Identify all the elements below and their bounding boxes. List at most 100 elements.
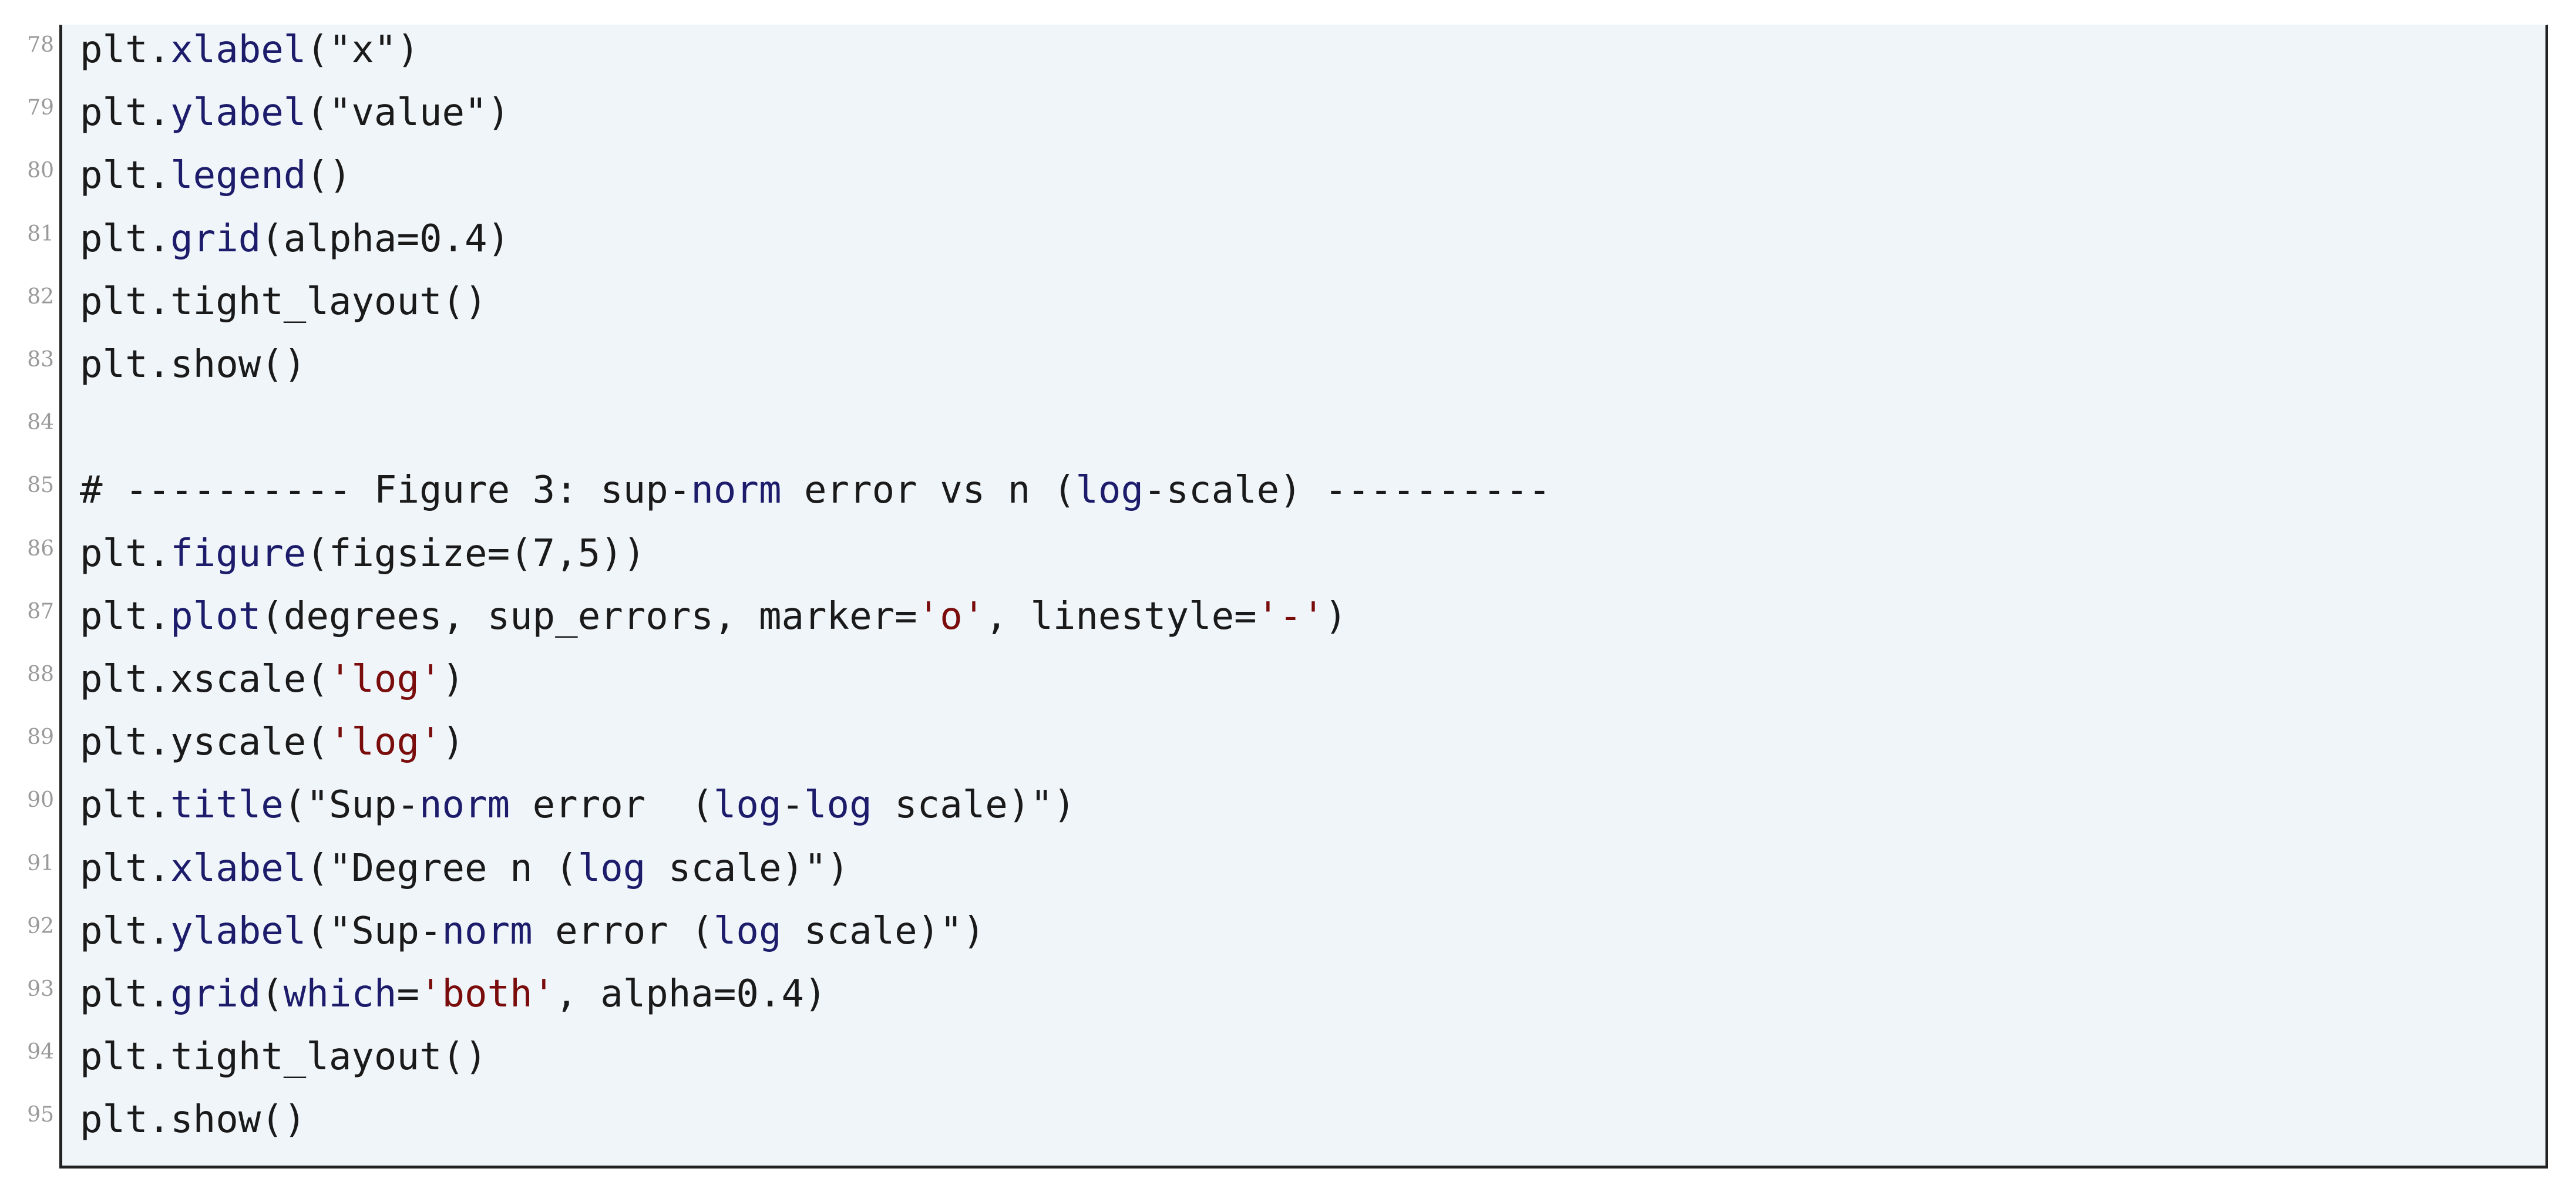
code-keyword: ylabel [170,909,307,953]
code-line: 86 plt.figure(figsize=(7,5)) [27,523,2545,585]
code-text: plt.tight_layout() [80,271,487,333]
code-token: scale)") [781,909,986,953]
code-line: 80 plt.legend() [27,144,2545,207]
code-text: plt.xlabel("x") [80,19,419,81]
line-number: 90 [27,788,54,813]
code-text: plt.xlabel("Degree n (log scale)") [80,837,849,900]
code-keyword: figure [170,531,307,575]
code-string: '-' [1256,594,1325,638]
code-keyword: xlabel [170,846,307,890]
line-number: 95 [27,1103,54,1127]
line-number: 92 [27,914,54,938]
code-text: plt.legend() [80,144,351,207]
code-line: 84 [27,396,2545,459]
code-token: () [306,154,352,198]
code-keyword: norm [442,909,533,953]
code-token: plt. [80,28,171,72]
code-token: (figsize=(7,5)) [306,531,646,575]
code-keyword: title [170,783,284,827]
code-token: plt.tight_layout() [80,1035,487,1079]
code-text: plt.xscale('log') [80,648,465,711]
code-keyword: log [713,783,782,827]
code-keyword: norm [691,469,782,513]
code-token: plt. [80,217,171,261]
code-line: 93 plt.grid(which='both', alpha=0.4) [27,963,2545,1025]
code-token: ("Sup- [306,909,442,953]
code-keyword: norm [419,783,510,827]
line-number: 88 [27,662,54,686]
code-line: 92 plt.ylabel("Sup-norm error (log scale)… [27,900,2545,962]
code-line: 95 plt.show() [27,1089,2545,1151]
code-token: scale)") [872,783,1076,827]
code-token: # ---------- Figure 3: sup- [80,469,691,513]
code-token: -scale) ---------- [1143,469,1551,513]
code-token: plt. [80,154,171,198]
code-token: , alpha=0.4) [555,972,827,1016]
code-keyword: log [577,846,646,890]
code-line: 94 plt.tight_layout() [27,1026,2545,1088]
code-line: 85# ---------- Figure 3: sup-norm error … [27,459,2545,521]
code-keyword: legend [170,154,307,198]
code-token: ) [1324,594,1347,638]
line-number: 93 [27,977,54,1001]
code-text: plt.yscale('log') [80,711,465,773]
code-text: plt.plot(degrees, sup_errors, marker='o'… [80,585,1347,648]
line-number: 80 [27,159,54,183]
code-text: plt.grid(which='both', alpha=0.4) [80,963,827,1025]
code-token: plt.yscale( [80,720,329,765]
code-token: plt. [80,531,171,575]
code-text: # ---------- Figure 3: sup-norm error vs… [80,459,1551,521]
code-token: error ( [510,783,714,827]
code-token: (degrees, sup_errors, marker= [261,594,917,638]
code-token: - [781,783,804,827]
code-token: plt. [80,783,171,827]
code-token: plt.show() [80,343,307,386]
code-token: plt. [80,846,171,890]
code-line: 83 plt.show() [27,334,2545,396]
line-number: 83 [27,348,54,372]
code-token: error ( [532,909,714,953]
code-token: ("Sup- [283,783,419,827]
line-number: 79 [27,96,54,120]
code-token: plt.xscale( [80,658,329,701]
code-keyword: xlabel [170,28,307,72]
line-number: 82 [27,284,54,309]
code-token: ("Degree n ( [306,846,578,890]
code-token: scale)") [645,846,850,890]
line-number: 87 [27,599,54,624]
code-keyword: ylabel [170,91,307,135]
code-keyword: which [283,972,397,1016]
code-token: (alpha=0.4) [261,217,510,261]
line-number: 94 [27,1040,54,1065]
line-number: 84 [27,410,54,435]
line-number: 78 [27,33,54,57]
code-line: 78 plt.xlabel("x") [27,19,2545,81]
code-token: plt. [80,909,171,953]
code-string: 'o' [917,594,986,638]
code-text: plt.figure(figsize=(7,5)) [80,523,645,585]
code-text: plt.show() [80,334,306,396]
code-text: plt.ylabel("Sup-norm error (log scale)") [80,900,985,962]
code-text: plt.show() [80,1089,306,1151]
code-token: ) [442,720,465,765]
code-token: plt. [80,594,171,638]
code-token: error vs n ( [781,469,1076,513]
code-text: plt.tight_layout() [80,1026,487,1088]
code-text: plt.title("Sup-norm error (log-log scale… [80,774,1075,836]
code-text: plt.grid(alpha=0.4) [80,208,510,270]
code-token: ) [442,658,465,701]
code-keyword: plot [170,594,261,638]
code-text: plt.ylabel("value") [80,82,510,144]
code-keyword: log [1075,469,1144,513]
code-token: ("x") [306,28,419,72]
code-line: 88 plt.xscale('log') [27,648,2545,711]
code-token: ( [261,972,284,1016]
code-token: = [396,972,419,1016]
code-token: plt. [80,91,171,135]
line-number: 86 [27,536,54,561]
